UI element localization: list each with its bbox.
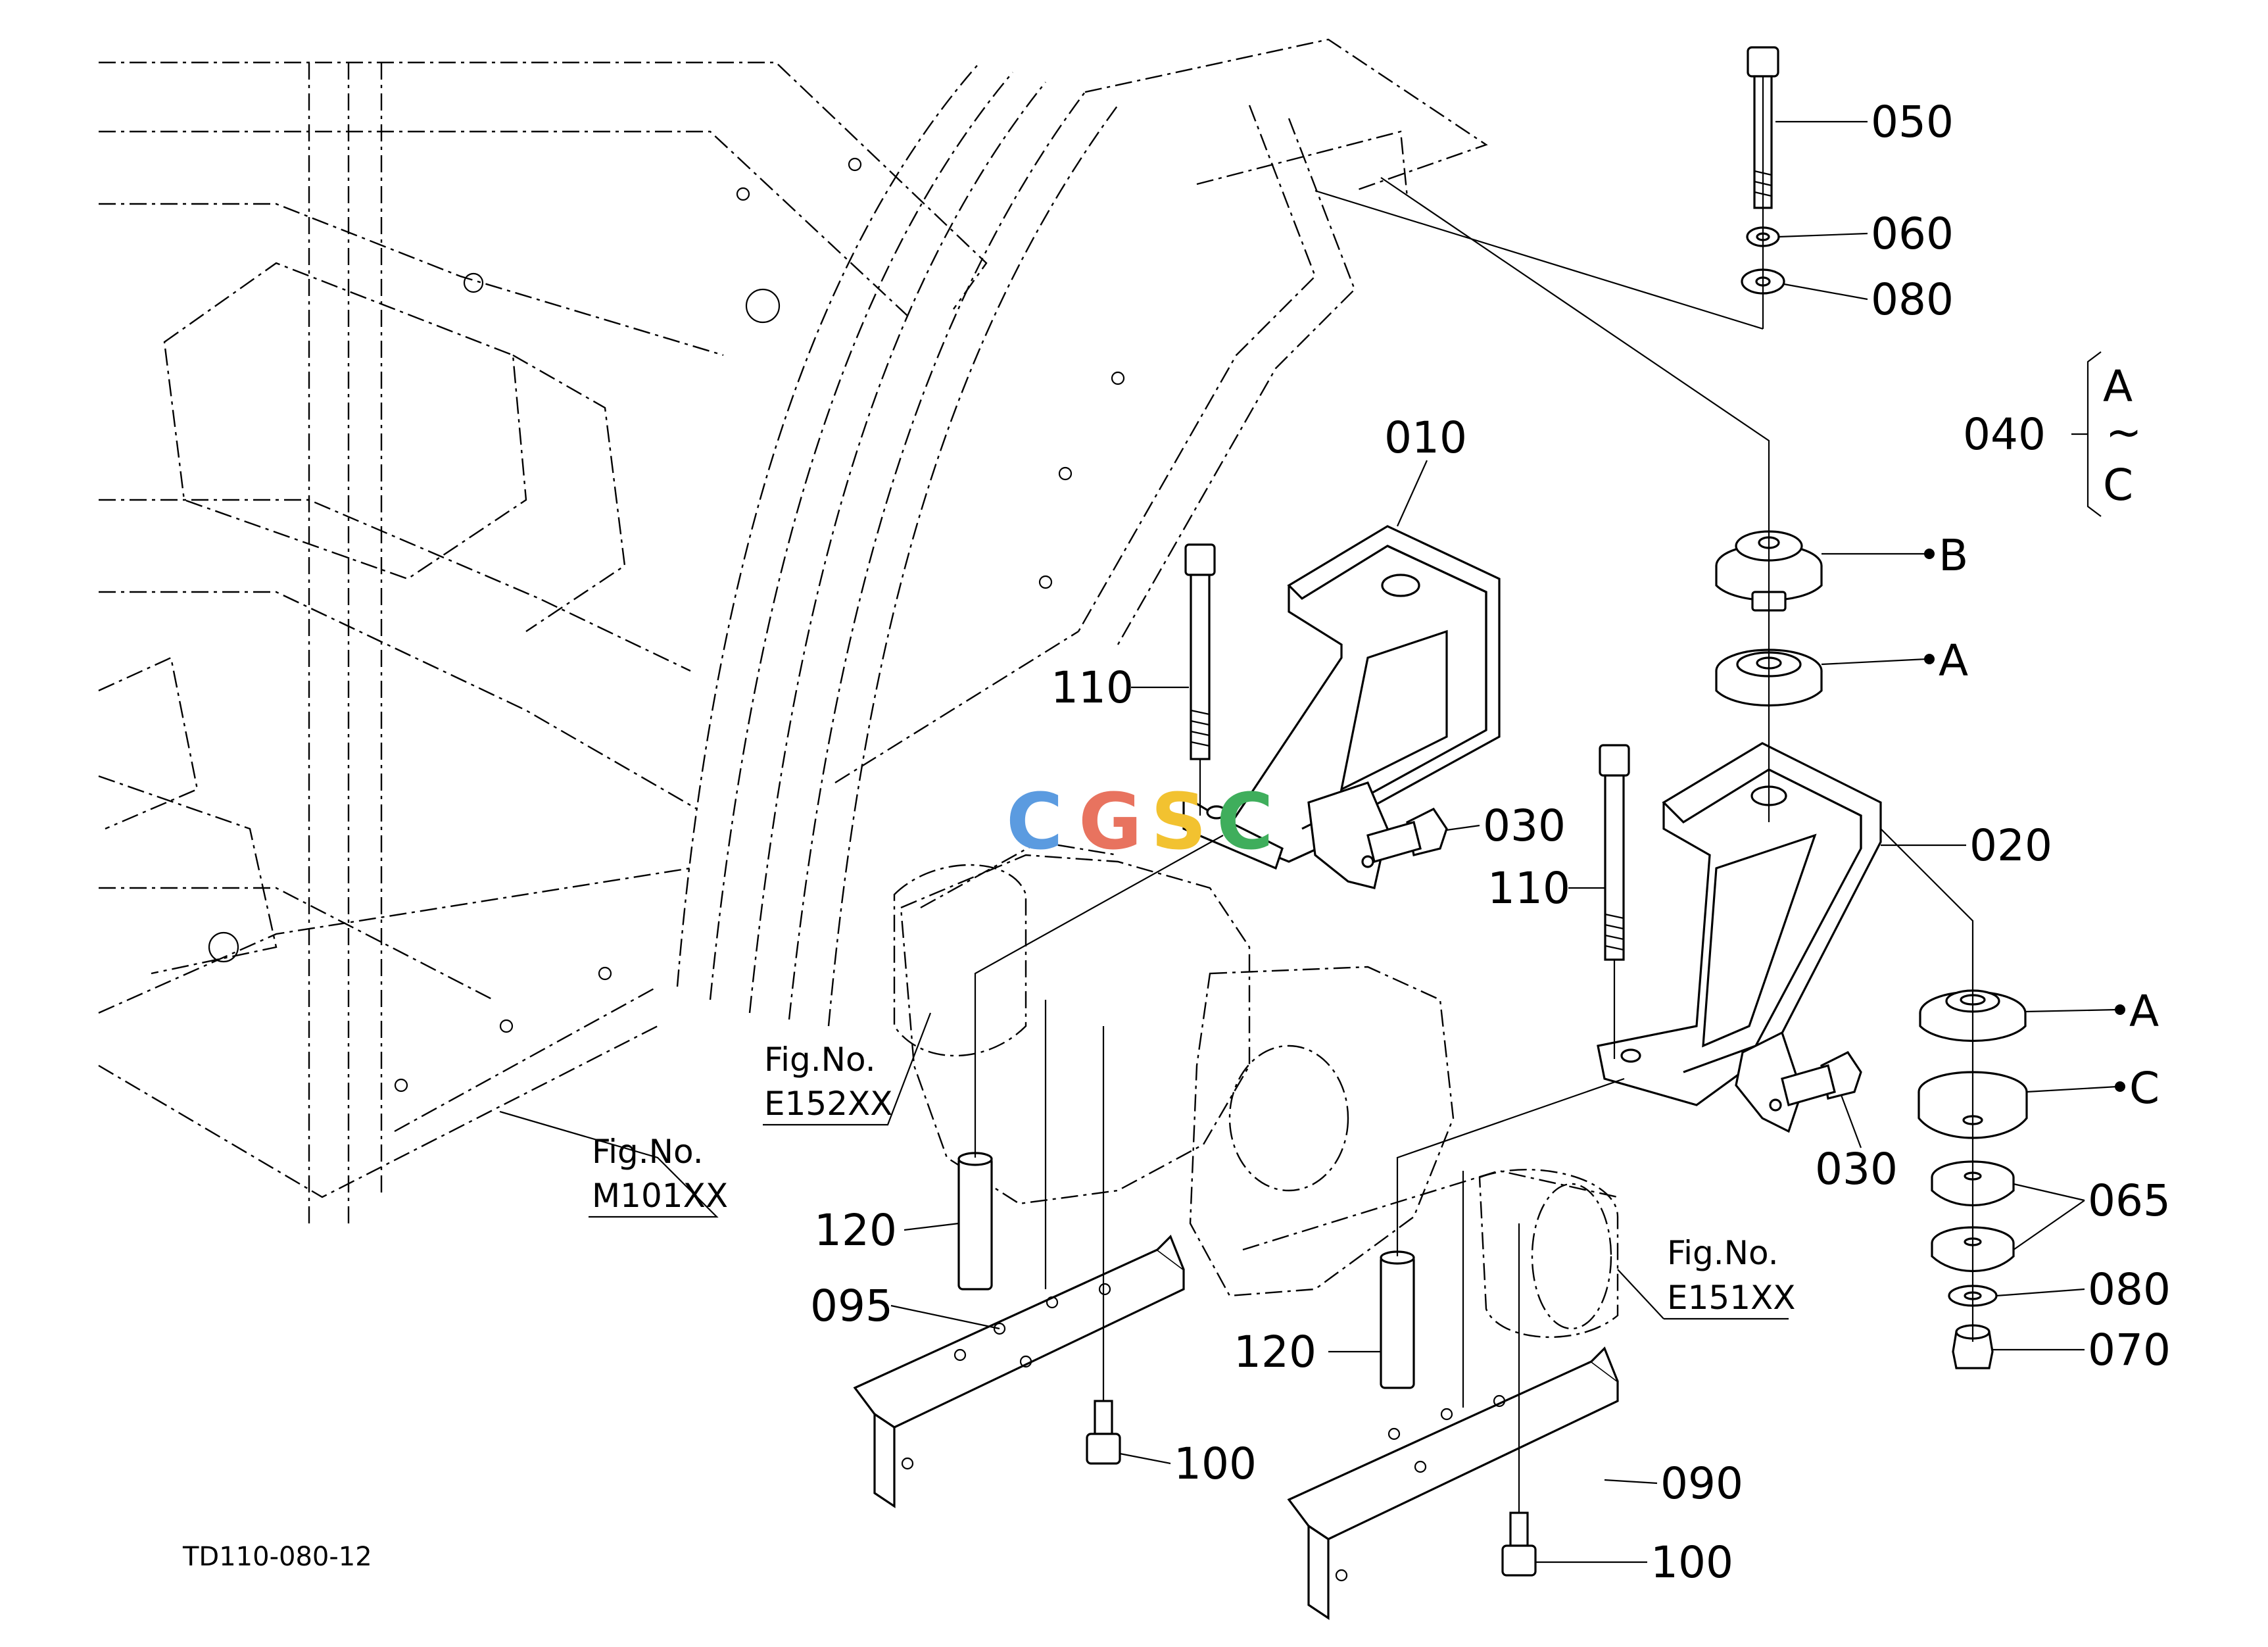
figure-references: Fig.No. E152XX Fig.No. M101XX Fig.No. E1…	[592, 1041, 1796, 1317]
label-080-bottom: 080	[2088, 1264, 2171, 1315]
label-100-right: 100	[1651, 1537, 1733, 1588]
label-080-top: 080	[1871, 274, 1954, 325]
label-030-top: 030	[1483, 800, 1566, 851]
label-120-left: 120	[814, 1205, 897, 1256]
figref-e151-line1: Fig.No.	[1667, 1234, 1779, 1272]
figref-e152-line1: Fig.No.	[764, 1041, 876, 1079]
bolt-110-left	[1184, 543, 1216, 760]
watermark: C G S C	[1006, 776, 1274, 867]
label-090: 090	[1660, 1458, 1743, 1509]
label-020: 020	[1969, 820, 2052, 871]
watermark-letter-1: C	[1006, 776, 1063, 867]
plate-095	[853, 1235, 1185, 1508]
assembly-lines	[974, 76, 1974, 1513]
bolt-100-left	[1086, 1400, 1121, 1465]
range-label-a: A	[2103, 361, 2133, 412]
bracket-020	[1597, 742, 1882, 1133]
figref-e152-line2: E152XX	[764, 1085, 893, 1123]
frame-structure	[98, 38, 1488, 1223]
figref-e151-line2: E151XX	[1667, 1279, 1796, 1317]
watermark-letter-2: G	[1078, 776, 1142, 867]
variant-label-a-bottom: A	[2129, 986, 2159, 1037]
drawing-code: TD110-080-12	[182, 1542, 372, 1572]
watermark-letter-4: C	[1217, 776, 1274, 867]
label-110-left: 110	[1051, 662, 1134, 713]
bolt-100-right	[1501, 1512, 1537, 1577]
variant-label-a-top: A	[1939, 635, 1968, 686]
watermark-letter-3: S	[1151, 776, 1207, 867]
label-040: 040	[1963, 409, 2046, 460]
label-095: 095	[810, 1281, 893, 1331]
range-label-tilde: ~	[2106, 407, 2142, 458]
nut-070	[1952, 1324, 1994, 1369]
label-120-right: 120	[1234, 1327, 1316, 1377]
label-065: 065	[2088, 1175, 2171, 1226]
bolt-030-bottom	[1781, 1050, 1862, 1106]
plate-090	[1287, 1346, 1619, 1620]
variant-label-c: C	[2129, 1063, 2159, 1114]
figref-m101-line1: Fig.No.	[592, 1133, 704, 1171]
spacer-120-right	[1380, 1250, 1415, 1389]
label-050: 050	[1871, 97, 1954, 147]
part-labels: 050 060 080 040 010 110 030 020 110 030 …	[810, 97, 2171, 1588]
bolt-030-top	[1366, 807, 1448, 863]
axle-housings	[893, 841, 1619, 1339]
label-010: 010	[1384, 412, 1467, 463]
bolt-110-right	[1599, 744, 1630, 961]
leader-lines	[499, 120, 2125, 1563]
bracket-010	[1182, 525, 1501, 889]
variant-labels: A ~ C B A A C	[1939, 361, 2159, 1114]
label-070: 070	[2088, 1325, 2171, 1375]
label-060: 060	[1871, 209, 1954, 259]
label-030-bottom: 030	[1815, 1144, 1898, 1194]
label-100-left: 100	[1174, 1438, 1257, 1489]
figref-m101-line2: M101XX	[592, 1177, 728, 1215]
spacer-120-left	[957, 1152, 993, 1291]
range-label-c: C	[2103, 460, 2133, 510]
label-110-right: 110	[1487, 863, 1570, 914]
variant-label-b: B	[1939, 530, 1968, 581]
